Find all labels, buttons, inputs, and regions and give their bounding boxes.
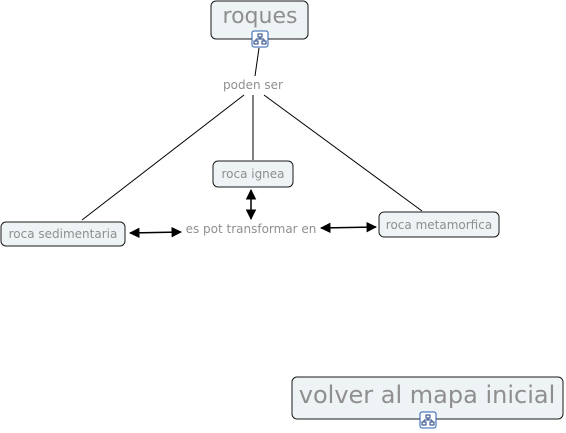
node-roques-label: roques [223,4,298,29]
node-roca-sedimentaria[interactable]: roca sedimentaria [0,221,126,247]
node-volver-label: volver al mapa inicial [299,381,555,409]
connector-roques-to-poden-ser [254,47,260,77]
node-roca-ignea[interactable]: roca ignea [212,160,294,188]
concept-map-link-icon[interactable] [419,411,437,429]
link-label-poden-ser: poden ser [223,78,283,92]
arrow-roca-sedimentaria-transform [128,226,183,239]
connector-poden-ser-to-roca-metamorfica [263,94,423,212]
arrow-transform-roca-metamorfica [319,221,378,234]
connector-poden-ser-to-roca-sedimentaria [81,94,245,221]
node-roques[interactable]: roques [210,0,309,40]
node-volver-al-mapa-inicial[interactable]: volver al mapa inicial [291,376,564,420]
node-roca-sedimentaria-label: roca sedimentaria [9,227,118,241]
concept-map-link-icon[interactable] [251,30,269,48]
node-roca-metamorfica-label: roca metamorfica [386,218,492,232]
link-label-es-pot-transformar-en: es pot transformar en [186,222,317,236]
node-roca-ignea-label: roca ignea [221,167,284,181]
node-roca-metamorfica[interactable]: roca metamorfica [378,211,500,238]
